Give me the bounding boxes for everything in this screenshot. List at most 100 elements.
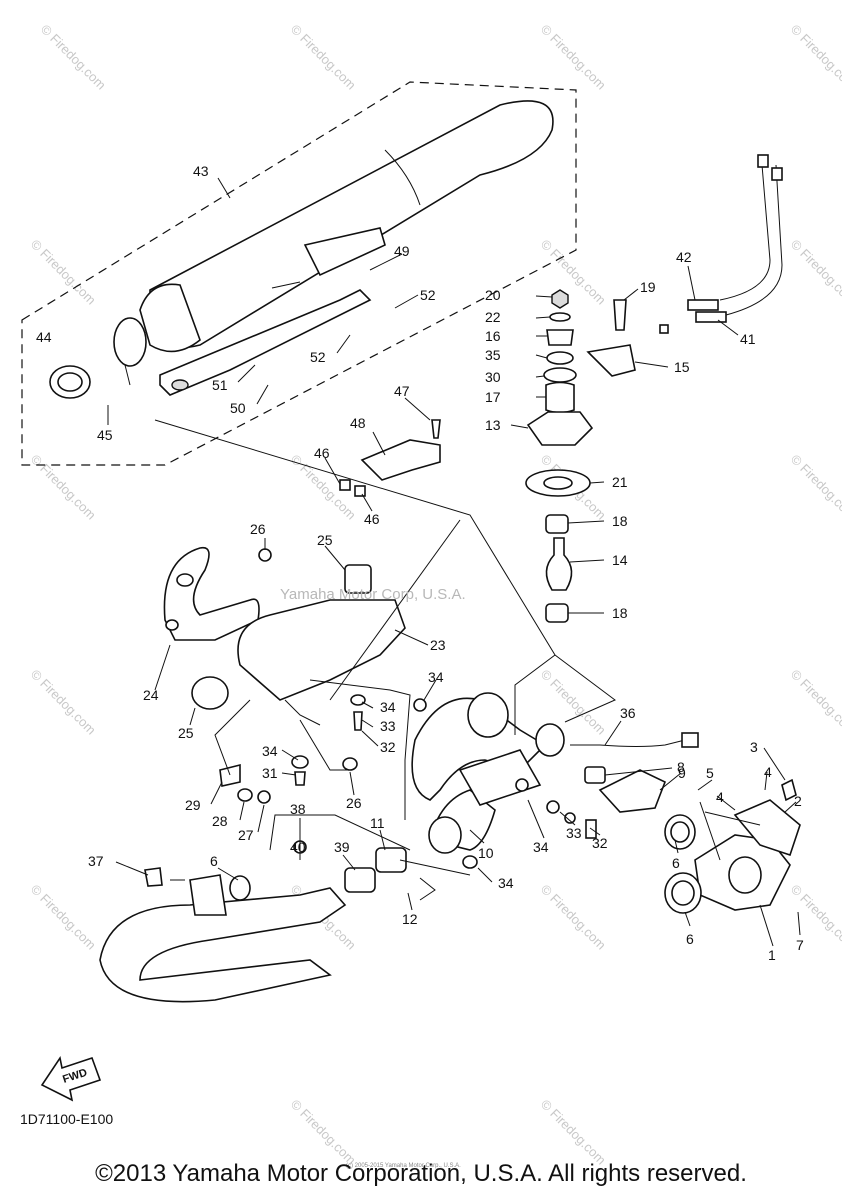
callout-4: 4 — [764, 764, 772, 780]
callout-18: 18 — [612, 513, 628, 529]
callout-6: 6 — [672, 855, 680, 871]
watermark: © Firedog.com — [538, 22, 609, 93]
watermark: © Firedog.com — [788, 22, 842, 93]
callout-46: 46 — [314, 445, 330, 461]
callout-32: 32 — [380, 739, 396, 755]
callout-10: 10 — [478, 845, 494, 861]
callout-1: 1 — [768, 947, 776, 963]
assembly-lines — [124, 281, 761, 901]
callout-14: 14 — [612, 552, 628, 568]
callout-48: 48 — [350, 415, 366, 431]
callout-19: 19 — [640, 279, 656, 295]
callout-23: 23 — [430, 637, 446, 653]
exhaust-pipe-front — [99, 887, 347, 1003]
exhaust-pipe-center — [411, 692, 565, 854]
control-cables — [659, 154, 783, 334]
callout-25: 25 — [317, 532, 333, 548]
callout-33: 33 — [380, 718, 396, 734]
watermark: © Firedog.com — [28, 882, 99, 953]
exhaust-manifold-right — [598, 769, 801, 914]
copyright-notice: ©2013 Yamaha Motor Corporation, U.S.A. A… — [95, 1160, 747, 1187]
callout-25: 25 — [178, 725, 194, 741]
callout-6: 6 — [210, 853, 218, 869]
callout-47: 47 — [394, 383, 410, 399]
callout-52: 52 — [310, 349, 326, 365]
callout-16: 16 — [485, 328, 501, 344]
center-watermark: Yamaha Motor Corp, U.S.A. — [280, 586, 466, 603]
callout-34: 34 — [533, 839, 549, 855]
bolt-47 — [431, 419, 441, 439]
gasket-6c — [229, 875, 251, 901]
callout-45: 45 — [97, 427, 113, 443]
callout-29: 29 — [185, 797, 201, 813]
muffler — [49, 100, 554, 399]
small-notice: (c) 2005-2015 Yamaha Motor Corp., U.S.A. — [346, 1163, 461, 1169]
callout-28: 28 — [212, 813, 228, 829]
callout-34: 34 — [380, 699, 396, 715]
callout-34: 34 — [262, 743, 278, 759]
flange-37 — [189, 874, 227, 916]
watermark: © Firedog.com — [288, 1097, 359, 1168]
callout-43: 43 — [193, 163, 209, 179]
callout-9: 9 — [678, 765, 686, 781]
callout-41: 41 — [740, 331, 756, 347]
watermark: © Firedog.com — [28, 667, 99, 738]
callout-22: 22 — [485, 309, 501, 325]
grommet-46a — [339, 479, 351, 491]
callout-24: 24 — [143, 687, 159, 703]
callout-37: 37 — [88, 853, 104, 869]
diagram-code: 1D71100-E100 — [20, 1111, 114, 1127]
watermark: © Firedog.com — [288, 22, 359, 93]
callout-3: 3 — [750, 739, 758, 755]
watermark: © Firedog.com — [28, 452, 99, 523]
heat-shield-24 — [163, 546, 260, 641]
callout-26: 26 — [346, 795, 362, 811]
callout-26: 26 — [250, 521, 266, 537]
callout-4: 4 — [716, 789, 724, 805]
callout-34: 34 — [498, 875, 514, 891]
callout-12: 12 — [402, 911, 418, 927]
callout-39: 39 — [334, 839, 350, 855]
watermark: © Firedog.com — [788, 667, 842, 738]
callout-20: 20 — [485, 287, 501, 303]
callout-31: 31 — [262, 765, 278, 781]
callout-11: 11 — [370, 815, 385, 831]
callout-46: 46 — [364, 511, 380, 527]
callout-15: 15 — [674, 359, 690, 375]
grommet-46b — [354, 485, 366, 497]
spacer-39 — [344, 867, 376, 893]
nut-37 — [144, 867, 163, 887]
watermark: © Firedog.com — [538, 1097, 609, 1168]
callout-36: 36 — [620, 705, 636, 721]
callout-32: 32 — [592, 835, 608, 851]
callout-labels: 43 44 45 49 52 52 51 50 20 22 16 35 30 1… — [36, 163, 804, 963]
callout-49: 49 — [394, 243, 410, 259]
callout-33: 33 — [566, 825, 582, 841]
callout-52: 52 — [420, 287, 436, 303]
callout-42: 42 — [676, 249, 692, 265]
callout-17: 17 — [485, 389, 501, 405]
callout-8: 8 — [677, 759, 685, 775]
callout-27: 27 — [238, 827, 254, 843]
watermark: © Firedog.com — [38, 22, 109, 93]
callout-34: 34 — [428, 669, 444, 685]
callout-18: 18 — [612, 605, 628, 621]
watermark: © Firedog.com — [28, 237, 99, 308]
watermark: © Firedog.com — [788, 237, 842, 308]
callout-40: 40 — [290, 839, 306, 855]
callout-2: 2 — [794, 793, 802, 809]
callout-7: 7 — [796, 937, 804, 953]
valve-stack — [525, 289, 636, 623]
callout-50: 50 — [230, 400, 246, 416]
forward-arrow-icon: FWD — [40, 1055, 102, 1102]
callout-5: 5 — [706, 765, 714, 781]
muffler-assembly-box — [21, 81, 577, 466]
oxygen-sensor-36 — [570, 739, 686, 747]
callout-44: 44 — [36, 329, 52, 345]
heat-shield-48 — [360, 439, 441, 481]
callout-13: 13 — [485, 417, 501, 433]
spacer-11 — [375, 847, 407, 873]
callout-21: 21 — [612, 474, 628, 490]
heat-shield-23 — [237, 599, 406, 701]
